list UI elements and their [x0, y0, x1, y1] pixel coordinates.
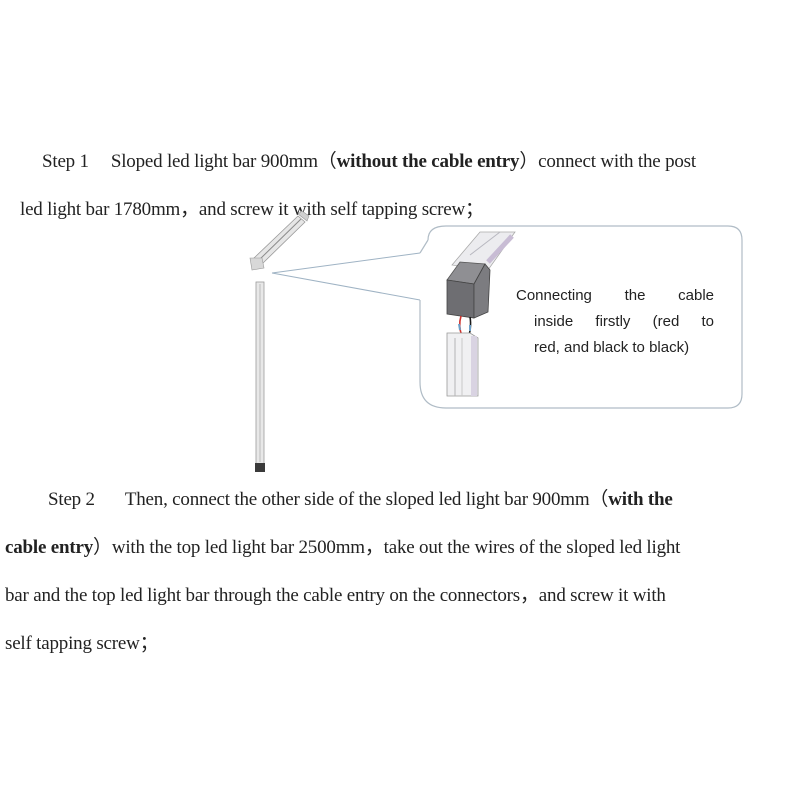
step2-line2: cable entry）with the top led light bar 2… — [5, 537, 681, 558]
step1-text-pre: Sloped led light bar 900mm（ — [110, 151, 337, 172]
step2-line3: bar and the top led light bar through th… — [5, 585, 666, 606]
step1-line1: Step 1 Sloped led light bar 900mm（without… — [42, 146, 696, 173]
post-light-bar-icon — [255, 281, 265, 472]
callout-pointer — [271, 252, 421, 301]
callout-note: Connecting the cable inside firstly (red… — [516, 287, 714, 356]
step2-line4: self tapping screw； — [5, 633, 159, 654]
step2-label: Step 2 — [48, 489, 95, 510]
end-cap-icon — [255, 463, 265, 472]
step1-label: Step 1 — [42, 151, 89, 172]
step1-text-bold: without the cable entry — [336, 151, 520, 172]
step1-text-post: ）connect with the post — [519, 151, 696, 172]
step1-line2: led light bar 1780mm，and screw it with s… — [20, 199, 484, 220]
connector-detail-icon — [446, 231, 516, 397]
